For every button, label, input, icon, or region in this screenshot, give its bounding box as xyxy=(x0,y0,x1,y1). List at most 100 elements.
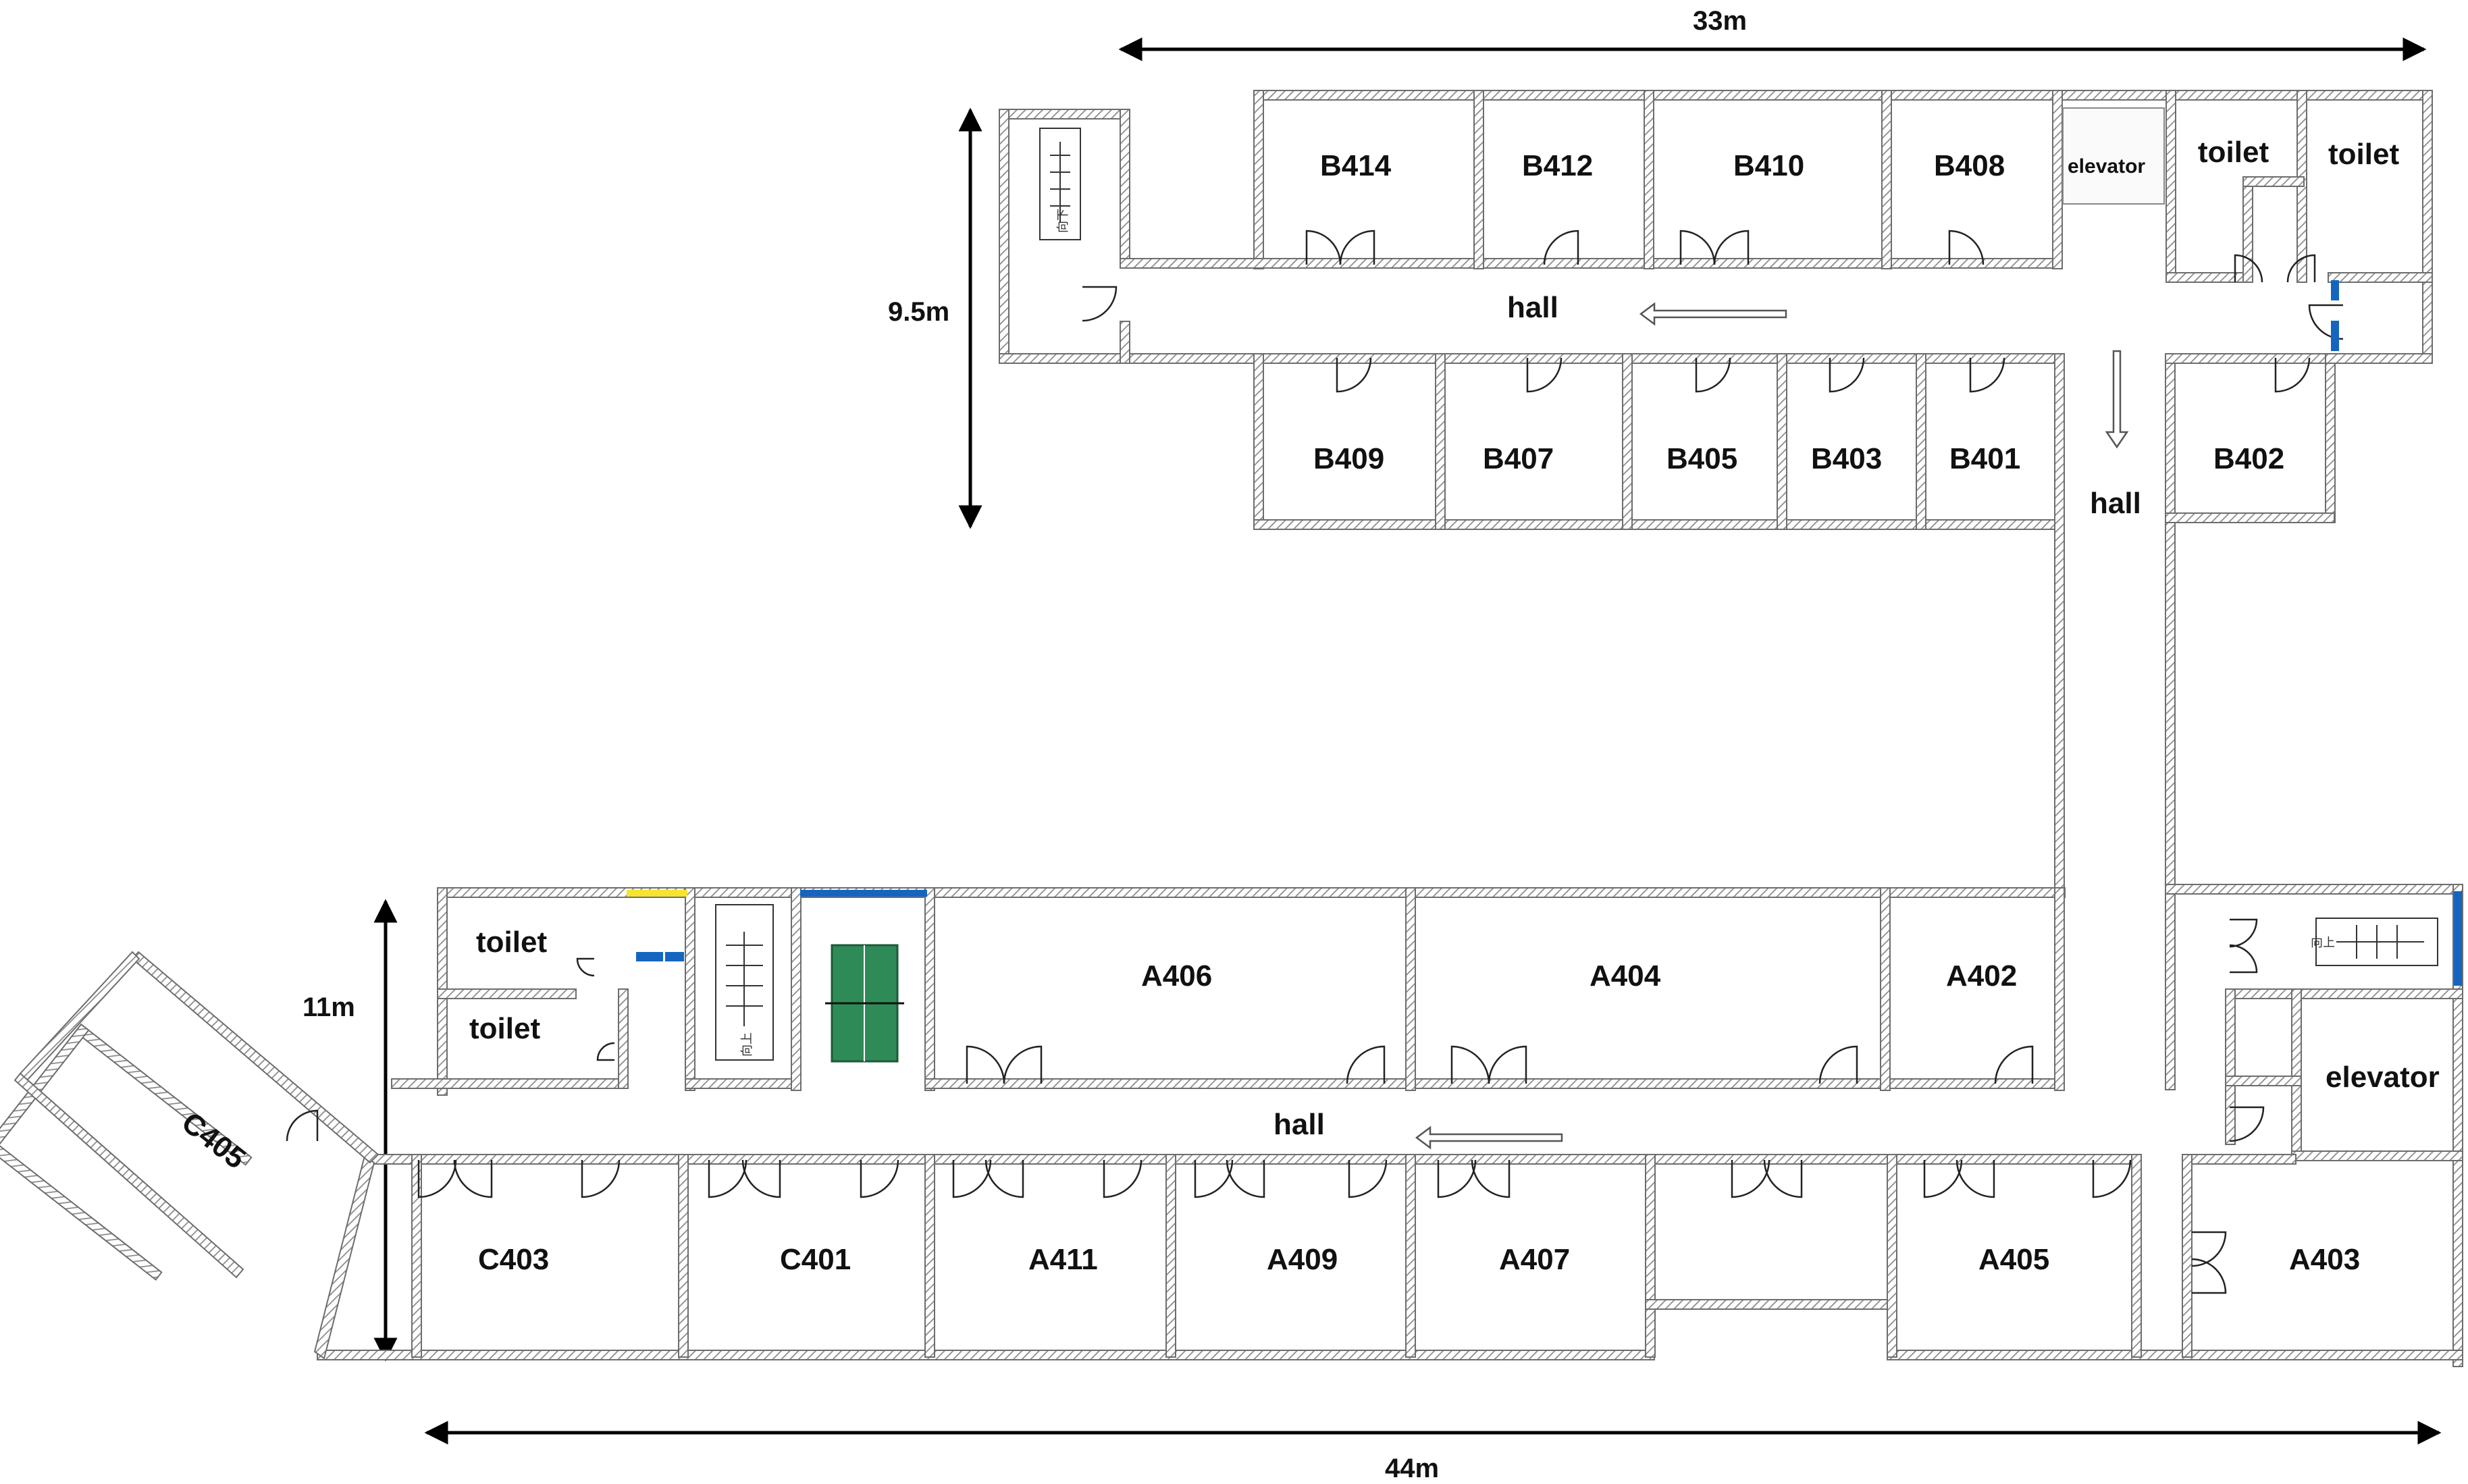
hall-label: hall xyxy=(1274,1108,1325,1141)
room-label: toilet xyxy=(2198,136,2269,169)
door-icon xyxy=(581,1159,621,1198)
door-icon xyxy=(453,1159,493,1198)
stair-mark-text: 向下 xyxy=(1056,209,1070,233)
door-icon xyxy=(1923,1159,1963,1198)
room-label: B401 xyxy=(1949,442,2020,475)
room-label: toilet xyxy=(2328,138,2399,171)
room-label: elevator xyxy=(2326,1061,2440,1094)
door-icon xyxy=(1305,230,1342,265)
door-icon xyxy=(1526,357,1563,393)
room-label: A403 xyxy=(2289,1243,2360,1276)
door-icon xyxy=(860,1159,899,1198)
marker-blue xyxy=(2331,280,2339,300)
door-icon xyxy=(417,1159,457,1198)
door-icon xyxy=(1994,1045,2034,1084)
room-label: B408 xyxy=(1934,149,2005,182)
room-label: A406 xyxy=(1141,959,1212,992)
room-label: A407 xyxy=(1499,1243,1570,1276)
stair-icon xyxy=(2315,918,2438,966)
dim-top-height: 9.5m xyxy=(888,297,949,327)
hall-label: hall xyxy=(1507,291,1558,324)
room-label: B409 xyxy=(1313,442,1384,475)
door-icon xyxy=(2191,1258,2227,1294)
door-icon xyxy=(1346,1045,1386,1084)
door-icon xyxy=(286,1109,319,1142)
room-label: C403 xyxy=(478,1243,549,1276)
room-labels: B414 B412 B410 B408 elevator toilet toil… xyxy=(176,136,2440,1276)
door-icon xyxy=(1955,1159,1995,1198)
marker-blue xyxy=(636,952,663,961)
door-icon xyxy=(2229,918,2258,948)
room-label: C401 xyxy=(780,1243,851,1276)
room-label: B407 xyxy=(1483,442,1554,475)
door-icon xyxy=(952,1159,992,1198)
room-label: A402 xyxy=(1946,959,2017,992)
door-icon xyxy=(1339,230,1375,265)
door-icon xyxy=(2286,254,2316,283)
room-label: elevator xyxy=(2068,155,2145,178)
door-icon xyxy=(1969,357,2005,393)
door-icon xyxy=(1437,1159,1477,1198)
doors xyxy=(286,230,2344,1294)
ping-pong-table-icon xyxy=(825,944,904,1063)
door-icon xyxy=(2234,254,2263,283)
door-icon xyxy=(1818,1045,1858,1084)
elevator-box xyxy=(2062,107,2165,205)
door-icon xyxy=(1829,357,1865,393)
door-icon xyxy=(1543,230,1579,265)
room-label: A409 xyxy=(1267,1243,1338,1276)
color-markers xyxy=(627,280,2462,986)
dim-top-width: 33m xyxy=(1693,6,1747,36)
marker-yellow xyxy=(627,890,687,897)
door-icon xyxy=(2229,944,2258,974)
room-label: toilet xyxy=(469,1012,540,1045)
door-icon xyxy=(1695,357,1731,393)
door-icon xyxy=(708,1159,747,1198)
room-label: B414 xyxy=(1320,149,1392,182)
room-label: B412 xyxy=(1522,149,1593,182)
door-icon xyxy=(1713,230,1750,265)
door-icon xyxy=(2191,1231,2227,1267)
door-icon xyxy=(1488,1045,1527,1084)
door-icon xyxy=(596,1042,615,1061)
door-icon xyxy=(1336,357,1372,393)
door-icon xyxy=(2229,1106,2265,1142)
dim-bottom-height: 11m xyxy=(303,992,355,1022)
stair-mark-text: 向上 xyxy=(740,1032,754,1057)
door-icon xyxy=(1003,1045,1043,1084)
door-icon xyxy=(1082,286,1118,322)
door-icon xyxy=(1471,1159,1511,1198)
door-icon xyxy=(741,1159,781,1198)
room-label: A411 xyxy=(1028,1243,1098,1276)
stair-icon xyxy=(1039,128,1081,240)
door-icon xyxy=(1194,1159,1234,1198)
room-label: C405 xyxy=(176,1106,252,1175)
door-icon xyxy=(984,1159,1024,1198)
door-icon xyxy=(1226,1159,1265,1198)
door-icon xyxy=(1450,1045,1490,1084)
room-label: A404 xyxy=(1590,959,1661,992)
door-icon xyxy=(576,957,595,977)
door-icon xyxy=(2092,1159,2132,1198)
room-label: B403 xyxy=(1811,442,1882,475)
room-label: B410 xyxy=(1733,149,1804,182)
door-icon xyxy=(1679,230,1716,265)
marker-blue xyxy=(2331,321,2339,351)
door-icon xyxy=(2274,357,2311,393)
door-icon xyxy=(1348,1159,1388,1198)
room-label: B405 xyxy=(1666,442,1737,475)
direction-arrow-icon xyxy=(1415,302,2129,1150)
door-icon xyxy=(1731,1159,1770,1198)
marker-blue xyxy=(800,890,927,897)
marker-blue xyxy=(665,952,684,961)
room-label: A405 xyxy=(1978,1243,2049,1276)
door-icon xyxy=(1103,1159,1143,1198)
marker-blue xyxy=(2454,891,2462,986)
hall-label: hall xyxy=(2090,487,2141,520)
door-icon xyxy=(1763,1159,1803,1198)
stair-mark-text: 向上 xyxy=(2311,936,2335,949)
stair-icon xyxy=(715,904,774,1061)
door-icon xyxy=(1948,230,1985,265)
dim-bottom-width: 44m xyxy=(1385,1454,1439,1483)
